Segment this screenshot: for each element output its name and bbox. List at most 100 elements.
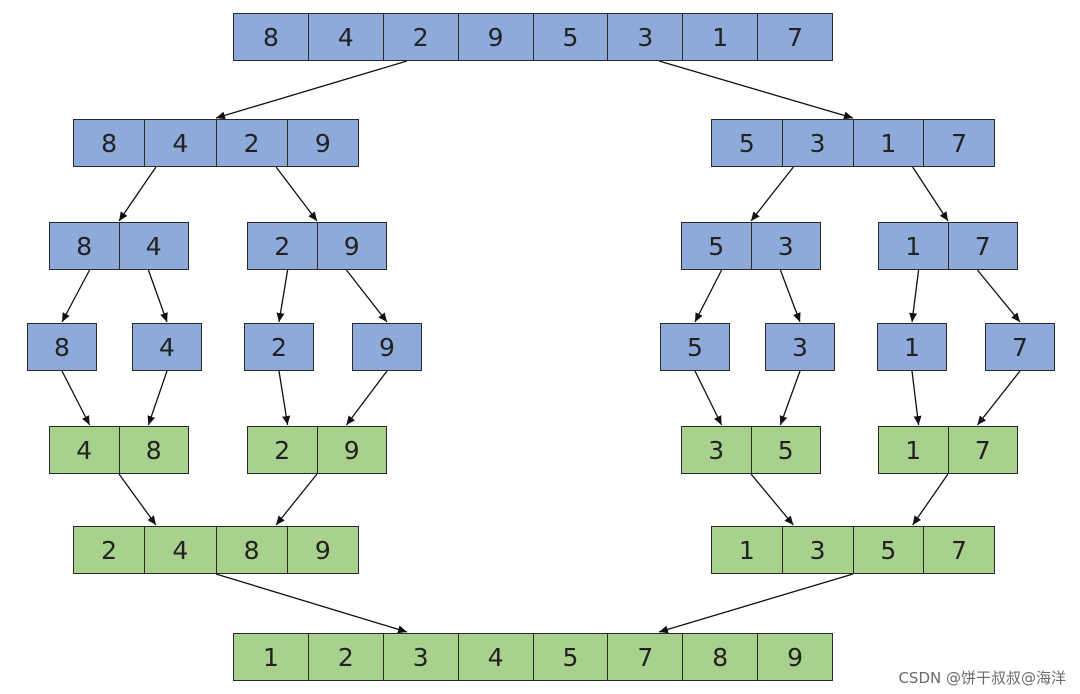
arrow-R-to-RL bbox=[750, 166, 794, 222]
array-cell: 5 bbox=[854, 527, 925, 573]
arrow-m35-to-mR bbox=[750, 473, 794, 526]
arrow-mR-to-final bbox=[658, 573, 854, 634]
array-cell: 4 bbox=[145, 120, 217, 166]
arrow-s7-to-m17 bbox=[976, 370, 1021, 426]
arrow-LL-to-s8 bbox=[61, 269, 91, 323]
arrow-s8-to-m48 bbox=[61, 370, 91, 426]
array-cell: 3 bbox=[777, 231, 794, 261]
array-node-s5: 5 bbox=[660, 323, 730, 371]
array-cell: 1 bbox=[854, 120, 925, 166]
array-cell: 5 bbox=[682, 223, 752, 269]
array-cell: 2 bbox=[309, 634, 384, 680]
arrow-s5-to-m35 bbox=[694, 370, 723, 426]
array-cell: 9 bbox=[343, 231, 360, 261]
array-cell: 8 bbox=[217, 527, 288, 573]
watermark: CSDN @饼干叔叔@海洋 bbox=[898, 669, 1066, 687]
array-cell: 8 bbox=[683, 634, 759, 680]
arrow-RL-to-s5 bbox=[694, 269, 723, 323]
array-cell: 3 bbox=[682, 427, 752, 473]
array-cell: 4 bbox=[459, 634, 534, 680]
array-cell: 5 bbox=[534, 634, 609, 680]
array-cell: 3 bbox=[783, 527, 854, 573]
array-cell: 5 bbox=[777, 435, 794, 465]
arrow-RR-to-s7 bbox=[976, 269, 1021, 323]
array-cell: 7 bbox=[974, 435, 991, 465]
array-cell: 1 bbox=[712, 527, 783, 573]
array-node-s2: 2 bbox=[244, 323, 314, 371]
arrow-L-to-LL bbox=[118, 166, 157, 222]
array-cell: 7 bbox=[608, 634, 684, 680]
array-cell: 9 bbox=[314, 535, 331, 565]
arrow-root-to-R bbox=[658, 60, 854, 120]
array-node-s3: 3 bbox=[765, 323, 835, 371]
array-cell: 7 bbox=[787, 22, 804, 52]
array-cell: 1 bbox=[879, 427, 949, 473]
array-cell: 9 bbox=[787, 642, 804, 672]
arrow-LL-to-s4 bbox=[147, 269, 168, 323]
array-cell: 9 bbox=[314, 128, 331, 158]
array-cell: 4 bbox=[159, 332, 175, 362]
array-cell: 7 bbox=[974, 231, 991, 261]
array-node-s8: 8 bbox=[27, 323, 97, 371]
array-cell: 4 bbox=[309, 14, 384, 60]
array-cell: 4 bbox=[145, 231, 162, 261]
array-cell: 3 bbox=[608, 14, 684, 60]
array-cell: 8 bbox=[234, 14, 309, 60]
array-cell: 1 bbox=[234, 634, 309, 680]
arrow-R-to-RR bbox=[912, 166, 949, 222]
array-cell: 1 bbox=[683, 14, 759, 60]
arrow-s3-to-m35 bbox=[779, 370, 801, 426]
array-cell: 8 bbox=[145, 435, 162, 465]
array-cell: 1 bbox=[879, 223, 949, 269]
array-node-s7: 7 bbox=[985, 323, 1055, 371]
arrow-LR-to-s2 bbox=[276, 269, 289, 323]
array-cell: 9 bbox=[459, 14, 534, 60]
array-cell: 3 bbox=[384, 634, 459, 680]
array-cell: 3 bbox=[783, 120, 854, 166]
arrow-L-to-LR bbox=[275, 166, 318, 222]
array-cell: 7 bbox=[1012, 332, 1028, 362]
arrow-s9-to-m29 bbox=[345, 370, 388, 426]
array-cell: 9 bbox=[343, 435, 360, 465]
arrow-root-to-L bbox=[215, 60, 408, 120]
array-cell: 1 bbox=[904, 332, 920, 362]
arrow-mL-to-final bbox=[215, 573, 408, 634]
arrow-m29-to-mL bbox=[275, 473, 318, 526]
array-cell: 8 bbox=[74, 120, 146, 166]
array-cell: 2 bbox=[217, 120, 288, 166]
arrow-RL-to-s3 bbox=[779, 269, 801, 323]
arrow-LR-to-s9 bbox=[345, 269, 388, 323]
array-cell: 5 bbox=[687, 332, 703, 362]
array-cell: 2 bbox=[248, 427, 318, 473]
arrow-m17-to-mR bbox=[912, 473, 949, 526]
array-cell: 4 bbox=[145, 527, 217, 573]
array-cell: 3 bbox=[792, 332, 808, 362]
array-cell: 2 bbox=[384, 14, 459, 60]
array-cell: 7 bbox=[951, 128, 968, 158]
arrow-s4-to-m48 bbox=[147, 370, 168, 426]
array-cell: 2 bbox=[271, 332, 287, 362]
arrow-RR-to-s1 bbox=[909, 269, 920, 323]
array-cell: 8 bbox=[50, 223, 120, 269]
array-node-s1: 1 bbox=[877, 323, 947, 371]
array-cell: 5 bbox=[712, 120, 783, 166]
arrow-s2-to-m29 bbox=[278, 370, 291, 426]
array-cell: 5 bbox=[534, 14, 609, 60]
array-node-s9: 9 bbox=[352, 323, 422, 371]
array-cell: 2 bbox=[74, 527, 146, 573]
